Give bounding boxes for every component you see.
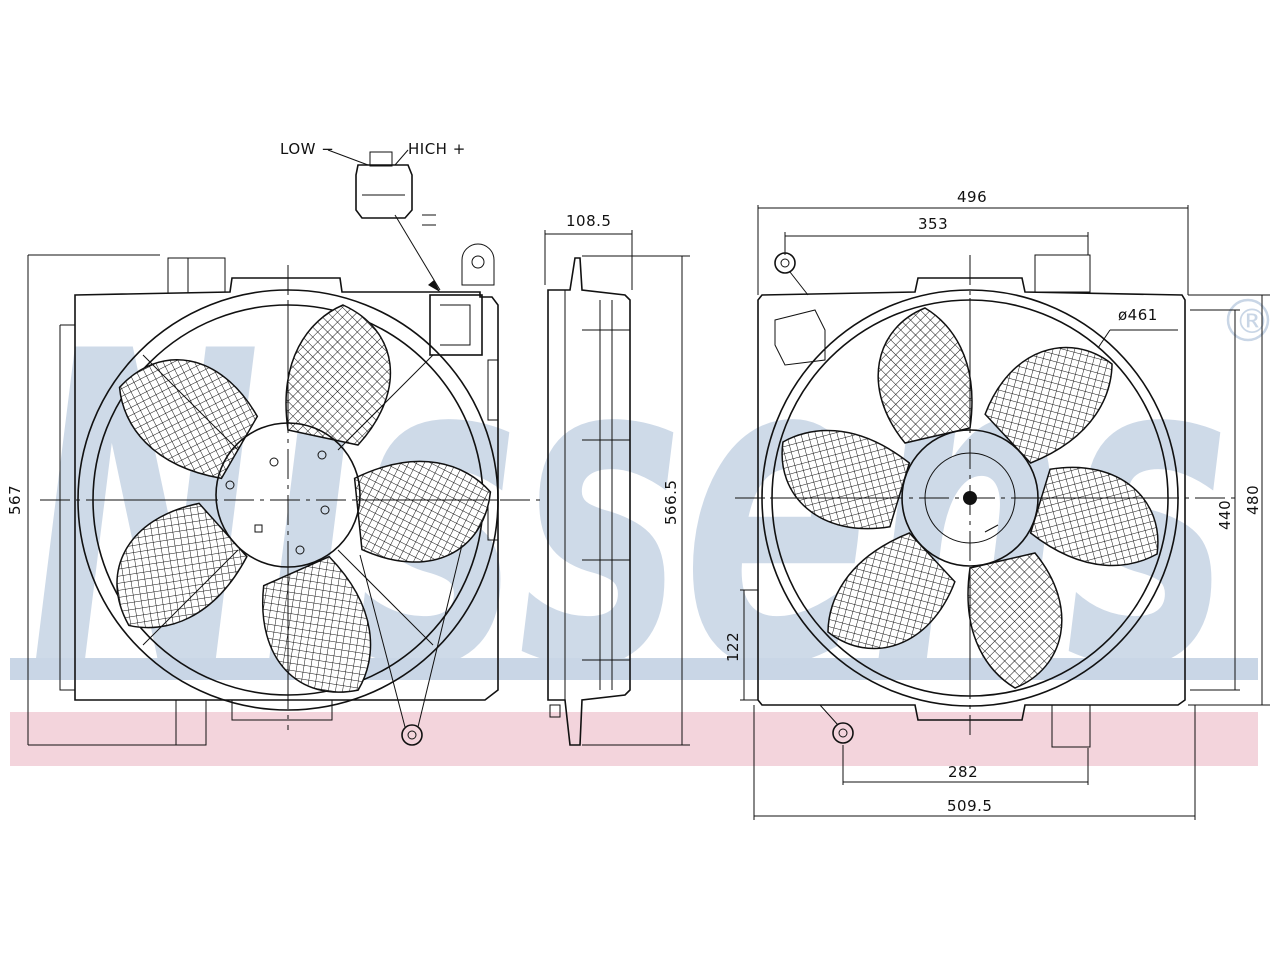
watermark-stripe-pink: [10, 712, 1258, 766]
dim-rear-width-bottom: 509.5: [947, 797, 992, 815]
dim-rear-inner-height: 440: [1216, 500, 1234, 530]
connector-plug: LOW − HICH +: [280, 140, 466, 226]
dim-rear-height: 480: [1244, 485, 1262, 515]
dim-mount-spacing: 282: [948, 763, 978, 781]
side-view: 108.5 566.5: [544, 212, 690, 746]
connector-low-label: LOW −: [280, 140, 334, 158]
registered-mark: ®: [1235, 302, 1269, 342]
rear-view: 496 353 ø461 480 440 122 282 509.5: [724, 188, 1270, 820]
registered-mark-ring: [1226, 298, 1270, 342]
connector-high-label: HICH +: [408, 140, 466, 158]
dim-side-height: 566.5: [662, 480, 680, 525]
dim-mount-height: 122: [724, 632, 742, 662]
front-view: 567: [6, 214, 540, 746]
dim-side-depth: 108.5: [566, 212, 611, 230]
dim-rear-inner-width: 353: [918, 215, 948, 233]
dim-front-height: 567: [6, 485, 24, 515]
dim-rear-width-top: 496: [957, 188, 987, 206]
dim-fan-diameter: ø461: [1118, 306, 1158, 324]
